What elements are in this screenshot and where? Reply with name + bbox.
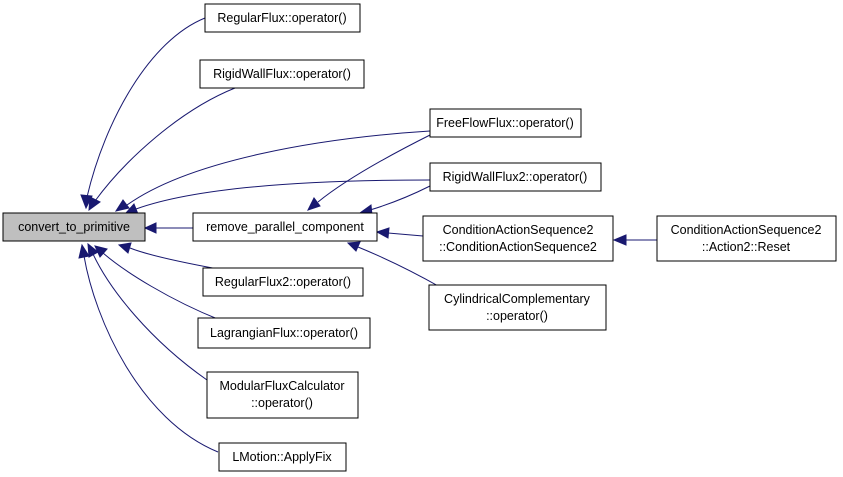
svg-text:ConditionActionSequence2: ConditionActionSequence2 <box>443 223 594 237</box>
edge-lagrangianflux-to-convert <box>94 245 221 321</box>
node-lmotion-applyfix[interactable]: LMotion::ApplyFix <box>218 442 347 472</box>
node-rigidwallflux2-operator[interactable]: RigidWallFlux2::operator() <box>429 162 602 192</box>
svg-text:LMotion::ApplyFix: LMotion::ApplyFix <box>232 450 332 464</box>
edge-lmotion-to-convert <box>78 243 219 453</box>
node-regularflux-operator[interactable]: RegularFlux::operator() <box>204 3 361 33</box>
edge-action2reset-to-conditionaction <box>612 234 657 246</box>
svg-text:::operator(): ::operator() <box>486 309 548 323</box>
edge-modularflux-to-convert <box>87 242 208 381</box>
edge-rigidwallflux2-to-convert <box>124 179 431 215</box>
node-freeflowflux-operator[interactable]: FreeFlowFlux::operator() <box>429 108 582 138</box>
edge-regularflux-to-convert <box>80 17 206 210</box>
edge-regularflux2-to-convert <box>117 242 219 270</box>
edge-cylindrical-to-removeparallel <box>346 241 441 288</box>
node-action2-reset[interactable]: ConditionActionSequence2 ::Action2::Rese… <box>656 215 837 262</box>
svg-text:FreeFlowFlux::operator(): FreeFlowFlux::operator() <box>436 116 574 130</box>
edge-rigidwallflux-to-convert <box>88 87 236 212</box>
svg-text:RigidWallFlux2::operator(): RigidWallFlux2::operator() <box>443 170 588 184</box>
svg-text:RegularFlux2::operator(): RegularFlux2::operator() <box>215 275 351 289</box>
edge-freeflowflux-to-convert <box>114 130 431 212</box>
svg-text:::Action2::Reset: ::Action2::Reset <box>702 240 791 254</box>
node-conditionactionsequence2-constructor[interactable]: ConditionActionSequence2 ::ConditionActi… <box>422 215 614 262</box>
node-cylindricalcomplementary-operator[interactable]: CylindricalComplementary ::operator() <box>428 284 607 331</box>
svg-text:RegularFlux::operator(): RegularFlux::operator() <box>217 11 346 25</box>
svg-text:ModularFluxCalculator: ModularFluxCalculator <box>219 379 344 393</box>
svg-text:::operator(): ::operator() <box>251 396 313 410</box>
svg-text:remove_parallel_component: remove_parallel_component <box>206 220 364 234</box>
svg-text:RigidWallFlux::operator(): RigidWallFlux::operator() <box>213 67 351 81</box>
node-modularfluxcalculator-operator[interactable]: ModularFluxCalculator ::operator() <box>206 371 359 419</box>
node-convert-to-primitive[interactable]: convert_to_primitive <box>2 212 146 242</box>
node-lagrangianflux-operator[interactable]: LagrangianFlux::operator() <box>197 317 371 349</box>
node-regularflux2-operator[interactable]: RegularFlux2::operator() <box>202 267 364 297</box>
svg-text:ConditionActionSequence2: ConditionActionSequence2 <box>671 223 822 237</box>
node-remove-parallel-component[interactable]: remove_parallel_component <box>192 212 378 242</box>
edge-freeflowflux-to-removeparallel <box>307 133 433 211</box>
svg-text:convert_to_primitive: convert_to_primitive <box>18 220 130 234</box>
edge-conditionaction-to-removeparallel <box>375 227 424 239</box>
svg-text:CylindricalComplementary: CylindricalComplementary <box>444 292 591 306</box>
svg-text:LagrangianFlux::operator(): LagrangianFlux::operator() <box>210 326 358 340</box>
node-rigidwallflux-operator[interactable]: RigidWallFlux::operator() <box>199 59 365 89</box>
edge-removeparallel-to-convert <box>143 222 193 234</box>
edge-rigidwallflux2-to-removeparallel <box>358 185 431 216</box>
svg-text:::ConditionActionSequence2: ::ConditionActionSequence2 <box>439 240 597 254</box>
